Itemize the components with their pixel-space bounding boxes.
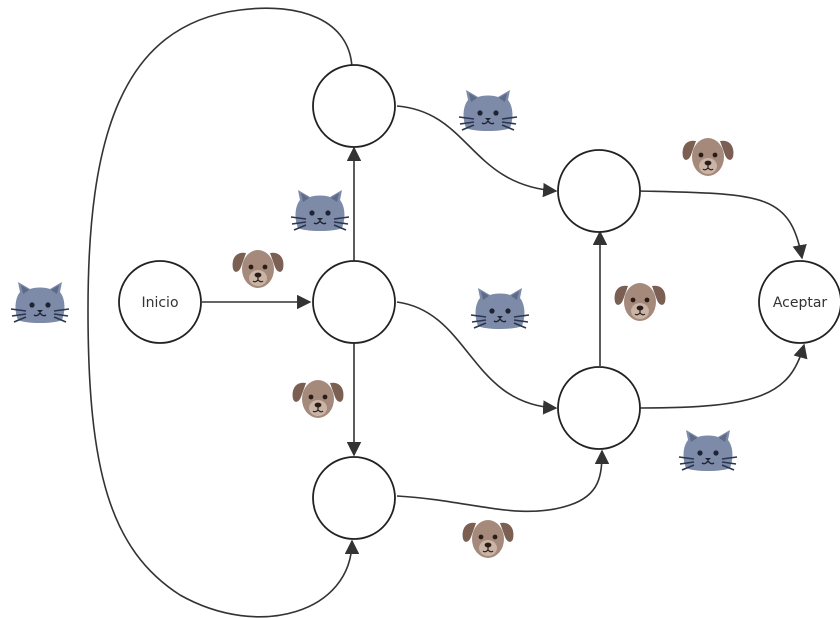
dog-icon xyxy=(613,282,667,322)
edge-right-lower-to-aceptar xyxy=(639,343,808,409)
node-aceptar: Aceptar xyxy=(758,260,840,344)
node-bottom xyxy=(312,456,396,540)
dog-icon xyxy=(681,137,735,177)
edge-bottom-to-right-lower xyxy=(396,449,610,513)
edge-middle-to-right-lower xyxy=(396,301,558,415)
edge-top-to-right-upper xyxy=(396,105,558,198)
node-aceptar-label: Aceptar xyxy=(773,295,828,311)
cat-icon xyxy=(678,429,738,472)
node-inicio-label: Inicio xyxy=(141,295,178,311)
cat-icon xyxy=(458,89,518,132)
dog-icon xyxy=(461,519,515,559)
edge-right-upper-to-aceptar xyxy=(639,190,807,260)
edge-top-to-bottom-loop xyxy=(87,7,360,618)
dog-icon xyxy=(291,379,345,419)
node-right-lower xyxy=(557,366,641,450)
cat-icon xyxy=(470,287,530,330)
node-middle xyxy=(312,260,396,344)
dog-icon xyxy=(231,249,285,289)
node-inicio: Inicio xyxy=(118,260,202,344)
node-right-upper xyxy=(557,149,641,233)
cat-icon xyxy=(10,281,70,324)
node-top xyxy=(312,64,396,148)
cat-icon xyxy=(290,189,350,232)
